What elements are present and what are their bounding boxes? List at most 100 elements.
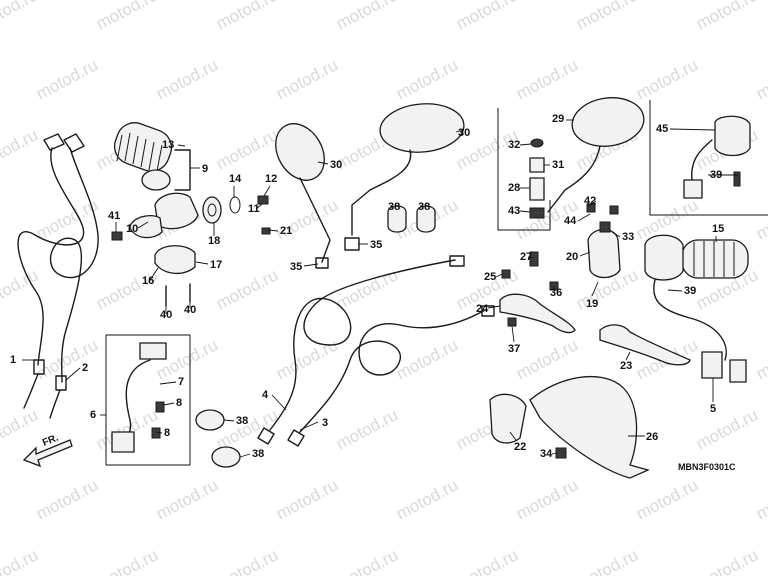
callout-c7: 7 (178, 376, 184, 388)
callout-c17: 17 (210, 259, 222, 271)
watermark-text: motod.ru (753, 195, 768, 243)
callout-leader-c34 (551, 452, 557, 455)
callout-c27: 27 (520, 251, 532, 263)
callout-leader-c39b (667, 289, 683, 292)
callout-c29: 29 (552, 113, 564, 125)
callout-leader-c38d (239, 453, 251, 458)
throttle-cables (17, 133, 99, 419)
watermark-text: motod.ru (33, 475, 101, 523)
callout-leader-c38c (223, 419, 235, 422)
watermark-text: motod.ru (0, 545, 41, 576)
watermark-text: motod.ru (213, 265, 281, 313)
callout-c2: 2 (82, 362, 88, 374)
callout-leader-c30a (317, 161, 329, 165)
clutch-bracket (586, 203, 621, 279)
callout-c25: 25 (484, 271, 496, 283)
callout-c33: 33 (622, 231, 634, 243)
callout-c18: 18 (208, 235, 220, 247)
callout-leader-c33 (611, 231, 621, 238)
watermark-text: motod.ru (753, 475, 768, 523)
callout-c36: 36 (550, 287, 562, 299)
callout-c38a: 38 (388, 201, 400, 213)
callout-leader-c30b (455, 129, 465, 133)
callout-leader-c19 (591, 281, 599, 297)
callout-leader-c27 (529, 256, 535, 259)
callout-leader-c2 (65, 367, 81, 381)
callout-c40b: 40 (184, 304, 196, 316)
callout-c34: 34 (540, 448, 553, 460)
callout-leader-c8a (163, 402, 175, 406)
callout-c3: 3 (322, 417, 328, 429)
cable-clamps (195, 409, 241, 468)
callout-leader-c35a (303, 263, 319, 267)
callout-c30a: 30 (330, 159, 342, 171)
callout-layer: 1234567889101112131415161718192021222324… (10, 113, 738, 460)
callout-c6: 6 (90, 409, 96, 421)
callout-c38c: 38 (236, 415, 248, 427)
clutch-cables (257, 255, 495, 447)
callout-leader-c23 (625, 351, 631, 361)
watermark-text: motod.ru (93, 545, 161, 576)
callout-c38b: 38 (418, 201, 430, 213)
watermark-text: motod.ru (453, 545, 521, 576)
harness-box (105, 334, 191, 466)
center-mirror (344, 103, 465, 251)
callout-leader-c22 (509, 431, 517, 441)
left-mirror (275, 123, 331, 269)
watermark-text: motod.ru (333, 405, 401, 453)
watermark-text: motod.ru (693, 405, 761, 453)
right-mirror-group (497, 97, 645, 231)
callout-c10: 10 (126, 223, 138, 235)
callout-c13: 13 (162, 139, 174, 151)
watermark-text: motod.ru (513, 55, 581, 103)
callout-c41: 41 (108, 210, 120, 222)
watermark-text: motod.ru (753, 335, 768, 383)
watermark-text: motod.ru (213, 0, 281, 34)
watermark-text: motod.ru (0, 125, 41, 173)
callout-c42: 42 (584, 195, 596, 207)
callout-leader-c32 (519, 143, 532, 146)
watermark-text: motod.ru (33, 55, 101, 103)
callout-c37: 37 (508, 343, 520, 355)
callout-leader-c4 (271, 394, 287, 411)
watermark-text: motod.ru (513, 475, 581, 523)
callout-leader-c45 (669, 128, 716, 131)
levers (499, 251, 691, 366)
callout-c8b: 8 (164, 427, 170, 439)
watermark-text: motod.ru (693, 545, 761, 576)
callout-leader-c10 (137, 221, 149, 229)
callout-leader-c13 (177, 144, 186, 147)
callout-leader-c12 (263, 185, 271, 197)
throttle-housing (111, 192, 271, 307)
watermark-text: motod.ru (333, 545, 401, 576)
callout-c16: 16 (142, 275, 154, 287)
callout-c11: 11 (248, 203, 260, 215)
watermark-text: motod.ru (573, 0, 641, 34)
watermark-text: motod.ru (93, 265, 161, 313)
watermark-text: motod.ru (633, 475, 701, 523)
callout-c38d: 38 (252, 448, 264, 460)
callout-c40a: 40 (160, 309, 172, 321)
callout-c21: 21 (280, 225, 292, 237)
callout-c26: 26 (646, 431, 658, 443)
callout-c23: 23 (620, 360, 632, 372)
callout-leader-c43 (519, 210, 531, 213)
watermark-text: motod.ru (633, 55, 701, 103)
switch-detail-box (649, 100, 768, 216)
callout-leader-c37 (511, 325, 515, 343)
callout-c35a: 35 (290, 261, 302, 273)
callout-c43: 43 (508, 205, 520, 217)
handguard (489, 375, 650, 479)
callout-leader-c21 (267, 229, 279, 232)
callout-leader-c3 (299, 421, 319, 431)
callout-c19: 19 (586, 298, 598, 310)
callout-leader-c25 (495, 273, 503, 278)
callout-c8a: 8 (176, 397, 182, 409)
callout-leader-c44 (577, 213, 591, 222)
watermark-text: motod.ru (393, 475, 461, 523)
throttle-grip-assembly (113, 122, 191, 191)
watermark-text: motod.ru (0, 0, 41, 34)
callout-leader-c17 (195, 261, 209, 265)
